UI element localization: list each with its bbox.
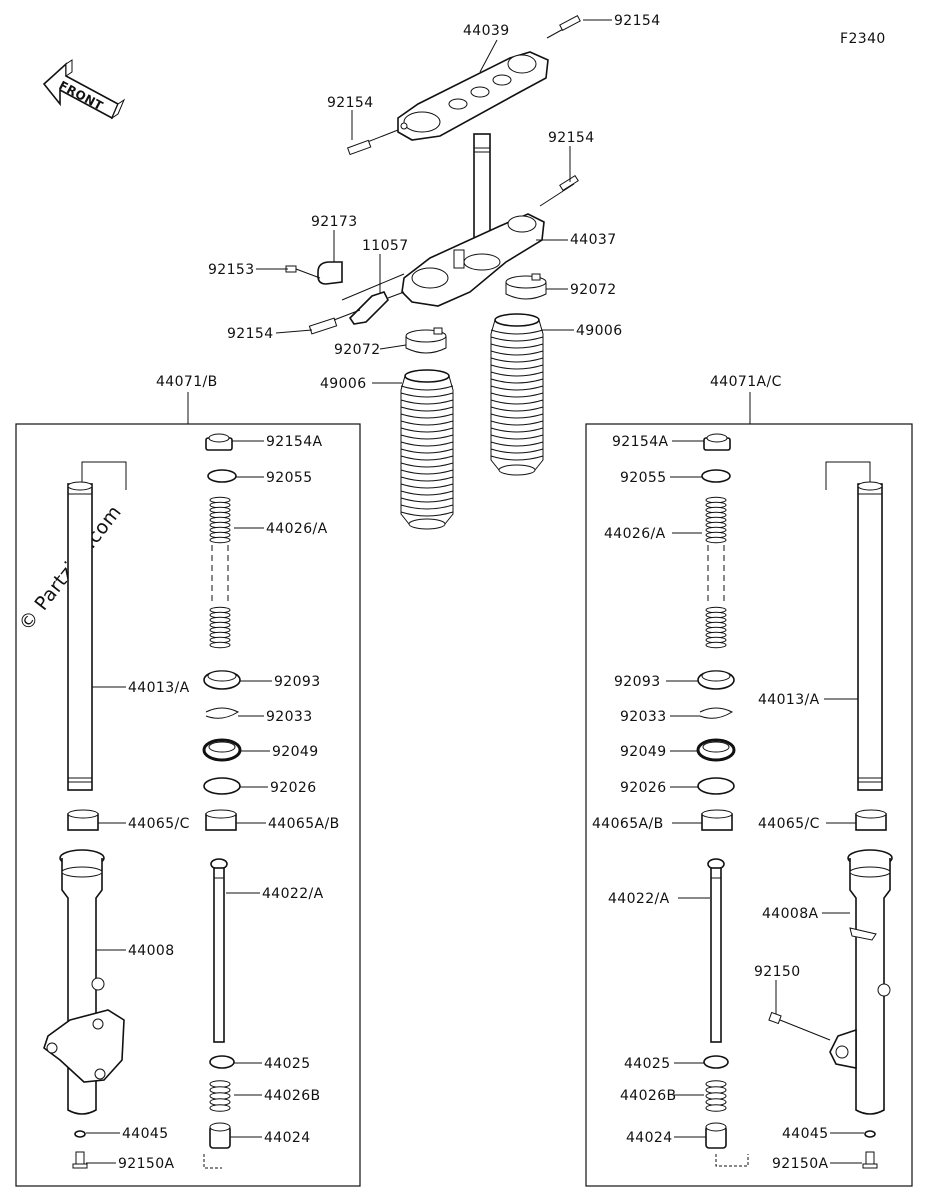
left-spring [209,496,231,649]
left-bushing-inner [67,809,99,831]
label-left-44024: 44024 [264,1130,311,1146]
label-44037: 44037 [570,232,617,248]
left-bottom-bolt [72,1151,88,1169]
front-arrow-icon: FRONT [42,59,126,120]
label-right-44013A: 44013/A [758,692,820,708]
label-left-44045: 44045 [122,1126,169,1142]
label-92072-right: 92072 [570,282,617,298]
hose-clamp-right [505,273,547,300]
label-left-92055: 92055 [266,470,313,486]
right-oring [701,469,731,483]
left-piece [203,1122,231,1169]
label-left-44065AB: 44065A/B [268,816,340,832]
right-inner-tube [825,461,883,791]
label-left-92154A: 92154A [266,434,323,450]
diagram-code: F2340 [840,31,886,47]
label-left-92049: 92049 [272,744,319,760]
right-bushing-outer [701,809,733,831]
hose-clamp-left [405,327,447,354]
right-bushing-inner [855,809,887,831]
label-11057: 11057 [362,238,409,254]
left-fork-frame [15,423,361,1187]
label-left-44008: 44008 [128,943,175,959]
left-cap-bolt [205,433,233,451]
left-inner-tube [67,461,127,791]
right-oil-seal [696,738,736,762]
boot-right [490,313,544,476]
label-92154-lower-left: 92154 [227,326,274,342]
left-ring [209,1055,235,1069]
left-rebound-spring [209,1080,231,1112]
left-outer-tube [43,849,125,1115]
right-washer [697,777,735,795]
label-92154-top-right: 92154 [614,13,661,29]
right-snap-ring [699,707,734,719]
right-dust-seal [697,670,735,690]
right-outer-tube [829,849,893,1115]
right-ring [703,1055,729,1069]
label-right-92049: 92049 [620,744,667,760]
label-right-44022A: 44022/A [608,891,670,907]
label-92153: 92153 [208,262,255,278]
label-left-44026B: 44026B [264,1088,321,1104]
label-left-92026: 92026 [270,780,317,796]
right-bottom-bolt [862,1151,878,1169]
label-right-92150A: 92150A [772,1156,829,1172]
label-right-44024: 44024 [626,1130,673,1146]
left-snap-ring [205,707,240,719]
right-caliper-bolt [768,1011,831,1041]
right-gasket [864,1130,876,1138]
lower-bracket [401,133,579,307]
label-left-92093: 92093 [274,674,321,690]
right-rebound-spring [705,1080,727,1112]
label-left-44013A: 44013/A [128,680,190,696]
label-right-44025: 44025 [624,1056,671,1072]
label-right-92154A: 92154A [612,434,669,450]
left-cylinder [210,858,228,1043]
label-right-44065C: 44065/C [758,816,820,832]
assembly-left-label: 44071/B [156,374,218,390]
label-right-44045: 44045 [782,1126,829,1142]
upper-bracket [346,14,581,156]
label-left-92033: 92033 [266,709,313,725]
label-right-92093: 92093 [614,674,661,690]
label-92154-top-left: 92154 [327,95,374,111]
left-washer [203,777,241,795]
label-right-92055: 92055 [620,470,667,486]
label-right-44008A: 44008A [762,906,819,922]
label-right-92026: 92026 [620,780,667,796]
label-right-92033: 92033 [620,709,667,725]
label-left-44025: 44025 [264,1056,311,1072]
right-piece [705,1122,749,1167]
label-left-44065C: 44065/C [128,816,190,832]
left-gasket [74,1130,86,1138]
left-oil-seal [202,738,242,762]
label-92154-mid-right: 92154 [548,130,595,146]
left-bushing-outer [205,809,237,831]
assembly-right-label: 44071A/C [710,374,782,390]
label-right-92150: 92150 [754,964,801,980]
label-right-44065AB: 44065A/B [592,816,664,832]
label-left-92150A: 92150A [118,1156,175,1172]
right-cylinder [707,858,725,1043]
right-cap-bolt [703,433,731,451]
label-49006-left: 49006 [320,376,367,392]
boot-left [400,369,454,530]
left-oring [207,469,237,483]
label-49006-right: 49006 [576,323,623,339]
cable-clamp [285,261,405,335]
label-92072-left: 92072 [334,342,381,358]
label-left-44022A: 44022/A [262,886,324,902]
label-44039: 44039 [463,23,510,39]
label-right-44026B: 44026B [620,1088,677,1104]
left-dust-seal [203,670,241,690]
right-fork-frame [585,423,913,1187]
right-spring [705,496,727,649]
label-right-44026A: 44026/A [604,526,666,542]
label-92173: 92173 [311,214,358,230]
label-left-44026A: 44026/A [266,521,328,537]
